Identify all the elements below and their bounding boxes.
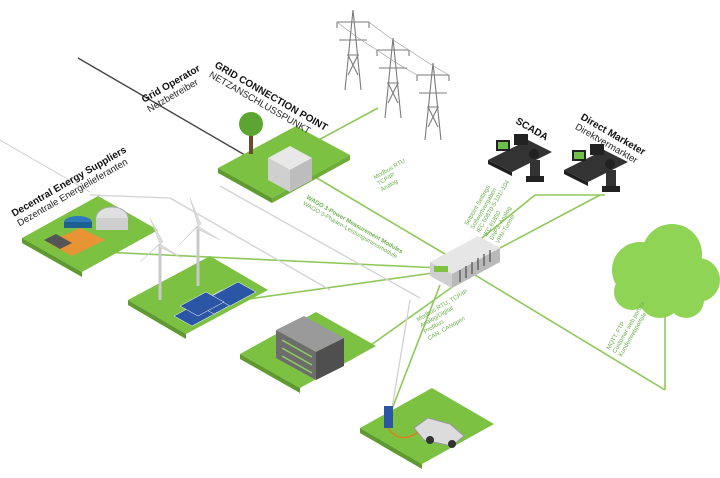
- substation-icon: [268, 146, 312, 192]
- operator-boundary-line: [77, 57, 251, 159]
- biogas-tank-icon: [64, 206, 129, 230]
- ev-platform: [360, 388, 494, 469]
- power-lines: [336, 21, 450, 76]
- supplier-boundary-line: [0, 139, 91, 193]
- marketer-workstation-icon: [564, 144, 628, 192]
- secondary-lines: [89, 185, 421, 421]
- biogas-platform: [22, 196, 158, 277]
- tree-icon: [239, 112, 263, 154]
- electric-car-icon: [413, 417, 465, 448]
- solar-panel-icon: [173, 281, 257, 327]
- transmission-tower-icon: [336, 9, 450, 141]
- renewables-platform: [128, 197, 268, 339]
- controller-device-icon: [430, 236, 500, 288]
- building-icon: [276, 316, 344, 380]
- scada-workstation-icon: [488, 134, 552, 182]
- wind-turbine-icon: [139, 197, 221, 300]
- charging-station-icon: [384, 406, 419, 439]
- cloud-icon: [612, 224, 720, 318]
- building-platform: [240, 312, 376, 393]
- grid-connection-platform: [218, 112, 350, 203]
